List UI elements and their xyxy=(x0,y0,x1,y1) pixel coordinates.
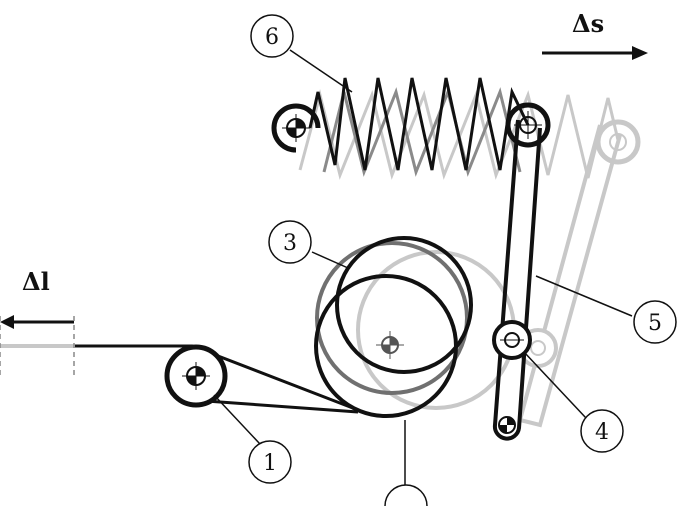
lever-5 xyxy=(492,119,542,441)
leader-1 xyxy=(213,394,261,445)
wheel-2 xyxy=(314,274,458,418)
center-pivot-icon xyxy=(376,331,404,359)
delta-l-label: Δl xyxy=(22,267,50,296)
callout-5: 5 xyxy=(648,311,662,336)
delta-s-label: Δs xyxy=(572,9,604,38)
leader-4 xyxy=(523,351,587,419)
delta-s-arrowhead-icon xyxy=(632,46,648,60)
wheel-3 xyxy=(335,236,473,374)
spring-6 xyxy=(308,77,530,171)
spring-anchor-left xyxy=(271,103,321,153)
spring-eyelet xyxy=(505,102,551,148)
wheel-3-grey xyxy=(315,241,469,395)
spring-eyelet-displaced xyxy=(595,119,641,165)
callouts: 6 3 5 4 1 xyxy=(248,14,677,506)
mid-state xyxy=(315,87,522,395)
leader-5 xyxy=(535,275,633,317)
callout-1: 1 xyxy=(263,451,277,476)
leader-3 xyxy=(311,251,349,269)
callout-3: 3 xyxy=(283,231,297,256)
leader-6 xyxy=(289,49,353,93)
callout-2-partial xyxy=(384,484,428,506)
pulley-1-pivot-icon xyxy=(182,362,210,390)
lever-displaced xyxy=(517,124,622,428)
delta-l-arrowhead-icon xyxy=(0,315,14,329)
fixed-pivot-bottom-icon xyxy=(498,416,516,434)
callout-6: 6 xyxy=(265,25,279,50)
fixed-pivot-left-icon xyxy=(282,114,310,142)
callout-4: 4 xyxy=(595,420,609,445)
displaced-state xyxy=(0,89,641,428)
current-state xyxy=(0,46,648,490)
